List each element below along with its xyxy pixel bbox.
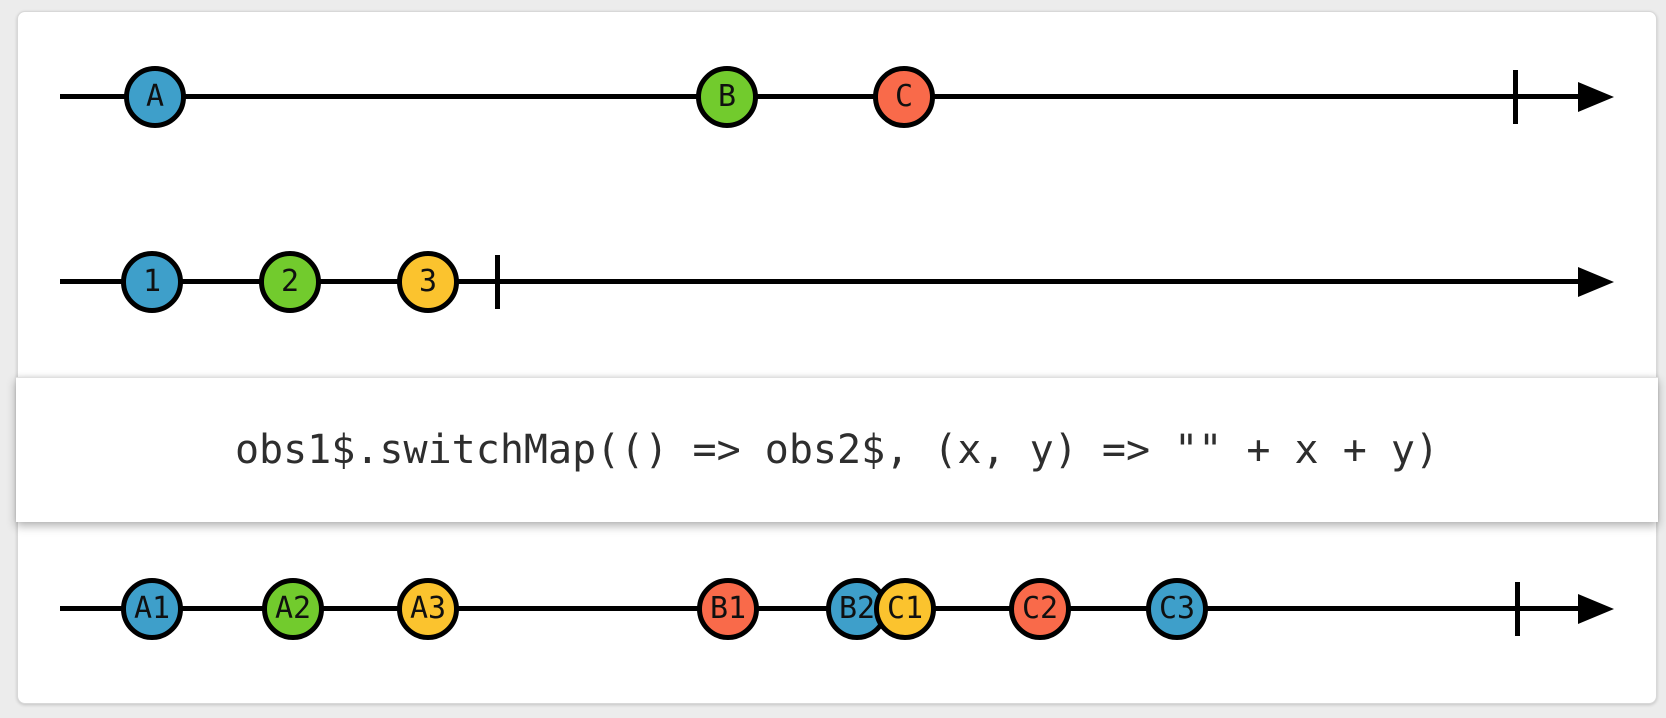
timeline-line [60, 94, 1584, 99]
marble-3[interactable]: 3 [397, 251, 459, 313]
marble-C3: C3 [1146, 578, 1208, 640]
marble-B1: B1 [697, 578, 759, 640]
marble-2[interactable]: 2 [259, 251, 321, 313]
complete-tick[interactable] [495, 255, 500, 309]
marble-A2: A2 [262, 578, 324, 640]
timeline-inner-obs2: 1 2 3 [0, 222, 1666, 342]
timeline-source-obs1: A B C [0, 37, 1666, 157]
timeline-arrowhead-icon [1578, 594, 1614, 624]
marble-A3: A3 [397, 578, 459, 640]
complete-tick [1515, 582, 1520, 636]
marble-A1: A1 [121, 578, 183, 640]
marble-A[interactable]: A [124, 66, 186, 128]
marble-1[interactable]: 1 [121, 251, 183, 313]
marble-C[interactable]: C [873, 66, 935, 128]
operator-code-text: obs1$.switchMap(() => obs2$, (x, y) => "… [234, 427, 1440, 473]
timeline-line [60, 279, 1584, 284]
code-strip: obs1$.switchMap(() => obs2$, (x, y) => "… [16, 377, 1658, 522]
marble-B[interactable]: B [696, 66, 758, 128]
timeline-arrowhead-icon [1578, 267, 1614, 297]
marble-C1: C1 [874, 578, 936, 640]
timeline-line [60, 606, 1584, 611]
timeline-arrowhead-icon [1578, 82, 1614, 112]
marble-C2: C2 [1009, 578, 1071, 640]
complete-tick[interactable] [1513, 70, 1518, 124]
